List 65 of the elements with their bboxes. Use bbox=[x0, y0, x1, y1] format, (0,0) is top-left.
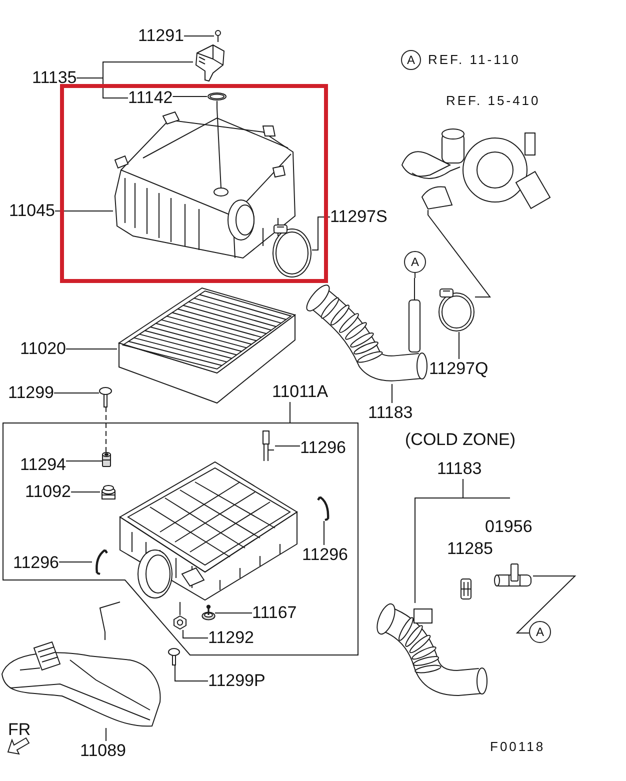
circle-letter: A bbox=[410, 256, 419, 268]
callout-number: 11092 bbox=[25, 482, 72, 502]
callout-number: 11296 bbox=[302, 545, 348, 565]
leader-line bbox=[214, 612, 252, 614]
callout-number: 11296 bbox=[13, 553, 60, 573]
callout-number: 11297Q bbox=[429, 359, 488, 379]
figure-code: F00118 bbox=[490, 739, 546, 755]
reference-circle bbox=[529, 621, 551, 643]
callout-number: 11297S bbox=[330, 207, 388, 227]
circle-letter: A bbox=[406, 54, 415, 66]
callout-number: 11045 bbox=[9, 201, 56, 221]
leader-line bbox=[172, 96, 208, 97]
leader-line bbox=[182, 630, 208, 638]
callout-number: 11299 bbox=[8, 383, 54, 403]
leader-line bbox=[66, 460, 102, 462]
callout-number: 11011A bbox=[272, 382, 328, 402]
screw-drawing bbox=[214, 30, 222, 42]
o-ring-drawing bbox=[207, 92, 227, 101]
circle-letter: A bbox=[536, 626, 544, 638]
callout-number: 11142 bbox=[128, 88, 173, 108]
callout-number: 11294 bbox=[20, 455, 66, 475]
leader-line bbox=[458, 332, 460, 360]
callout-number: 11291 bbox=[138, 26, 184, 46]
hose-clamp-drawing bbox=[272, 224, 312, 278]
leader-line bbox=[54, 392, 100, 394]
assembly-line bbox=[516, 576, 576, 634]
assembly-line bbox=[428, 210, 491, 298]
grommet-drawing bbox=[460, 578, 472, 600]
callout-number: 11089 bbox=[80, 741, 126, 761]
leader-line bbox=[312, 216, 330, 250]
bolt-drawing bbox=[168, 648, 180, 665]
callout-number: 11020 bbox=[20, 339, 66, 359]
callout-number: 11296 bbox=[300, 438, 346, 458]
callout-number: 11292 bbox=[208, 628, 254, 648]
callout-number: 11285 bbox=[447, 539, 494, 559]
grommet-drawing bbox=[100, 483, 117, 500]
assembly-line bbox=[216, 100, 218, 108]
leader-line bbox=[54, 210, 114, 212]
air-cleaner-case-drawing bbox=[120, 462, 298, 602]
callout-number: 11183 bbox=[437, 459, 482, 479]
callout-number: 11167 bbox=[252, 603, 297, 623]
leader-line bbox=[414, 478, 510, 604]
leader-line bbox=[76, 78, 128, 98]
direction-label: FR bbox=[8, 720, 31, 740]
reference-note: REF. 11-110 bbox=[428, 52, 520, 68]
bolt-drawing bbox=[99, 387, 112, 407]
callout-number: 01956 bbox=[485, 517, 532, 537]
clip-drawing bbox=[260, 430, 275, 462]
callout-number: 11299P bbox=[208, 671, 266, 691]
callout-number: 11183 bbox=[368, 403, 413, 423]
leader-line bbox=[174, 664, 208, 682]
hose-clamp-drawing bbox=[438, 288, 475, 332]
sensor-drawing bbox=[193, 43, 226, 82]
reference-line bbox=[414, 272, 416, 278]
zone-note: (COLD ZONE) bbox=[405, 430, 516, 450]
plug-drawing bbox=[202, 605, 215, 620]
nut-drawing bbox=[173, 615, 187, 630]
clip-drawing bbox=[317, 495, 330, 521]
leader-line bbox=[66, 348, 118, 350]
callout-number: 11135 bbox=[32, 68, 77, 88]
reference-circle bbox=[404, 251, 426, 273]
reference-note: REF. 15-410 bbox=[446, 93, 540, 109]
reference-circle bbox=[401, 50, 421, 70]
assembly-line bbox=[99, 602, 120, 640]
collar-drawing bbox=[102, 452, 111, 467]
